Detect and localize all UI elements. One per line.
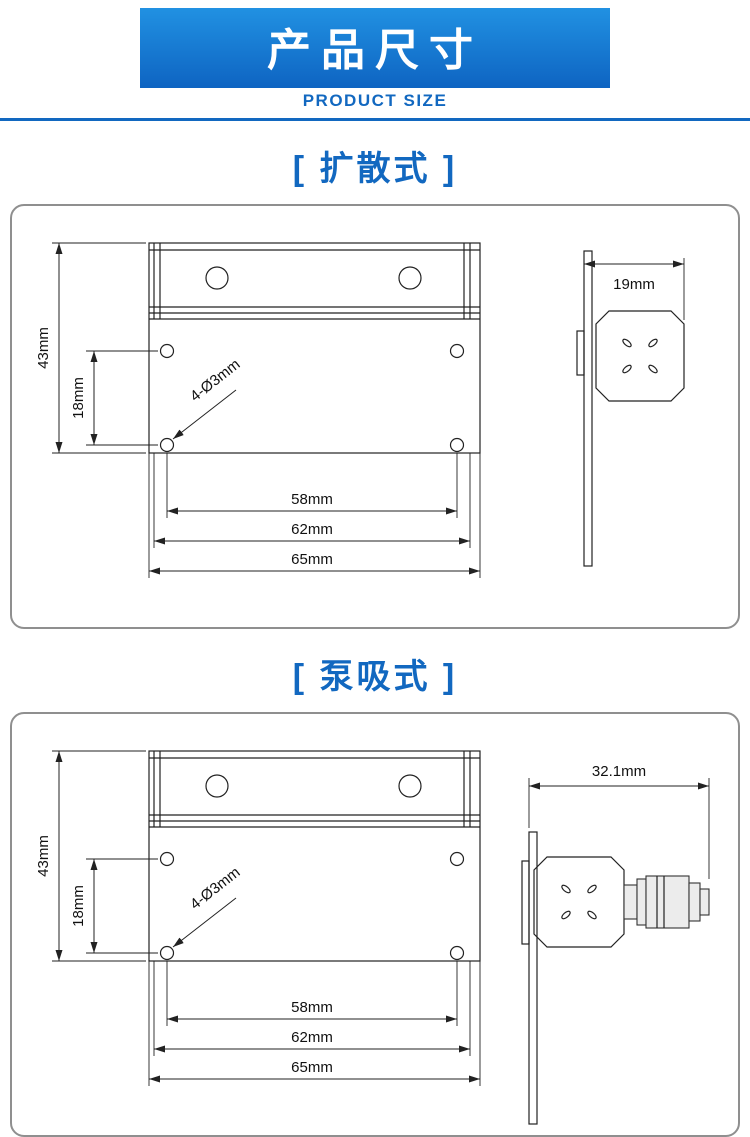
mount-hole: [159, 851, 175, 867]
page-header: 产品尺寸 PRODUCT SIZE: [0, 8, 750, 121]
bracket-hole: [205, 774, 229, 798]
bracket-lines: [149, 243, 480, 320]
dim-hole-col-spacing: 58mm: [166, 961, 458, 1026]
dim-label-mount-holes: 4-Ø3mm: [187, 356, 243, 405]
dim-overall-height: 43mm: [35, 242, 146, 454]
mount-plate: [583, 250, 593, 567]
section-pump: [ 泵吸式 ]: [0, 649, 750, 1137]
dim-label-bracket-width: 62mm: [291, 1029, 333, 1046]
section-heading-pump: [ 泵吸式 ]: [292, 658, 458, 696]
dim-label-side-depth: 32.1mm: [592, 763, 646, 780]
dim-label-bracket-width: 62mm: [291, 521, 333, 538]
page-title: 产品尺寸: [267, 26, 483, 75]
bracket-hole: [205, 266, 229, 290]
page-subtitle: PRODUCT SIZE: [302, 91, 448, 110]
dim-overall-width: 65mm: [148, 961, 481, 1086]
title-banner: 产品尺寸: [140, 8, 610, 88]
pneumatic-fitting: [623, 875, 710, 929]
mount-hole: [449, 945, 465, 961]
hole-callout: 4-Ø3mm: [172, 864, 243, 948]
dim-hole-row-spacing: 18mm: [70, 350, 158, 446]
dim-label-mount-holes: 4-Ø3mm: [187, 864, 243, 913]
plate-flange: [521, 860, 530, 945]
pump-drawing: 43mm 18mm 4-Ø3mm 58mm: [35, 750, 710, 1125]
section-diffusion: [ 扩散式 ]: [0, 141, 750, 629]
panel-diffusion: 43mm 18mm 4-Ø3mm 58mm: [10, 204, 740, 629]
mount-hole: [159, 343, 175, 359]
header-divider: [0, 118, 750, 121]
sensor-vent-holes: [561, 884, 597, 920]
dim-bracket-width: 62mm: [153, 453, 471, 548]
panel-pump: 43mm 18mm 4-Ø3mm 58mm: [10, 712, 740, 1137]
mount-hole: [449, 851, 465, 867]
dim-label-overall-height: 43mm: [35, 835, 52, 877]
plate-flange: [576, 330, 585, 376]
bracket-hole: [398, 774, 422, 798]
dim-label-hole-col-spacing: 58mm: [291, 999, 333, 1016]
mount-hole: [159, 945, 175, 961]
bracket-hole: [398, 266, 422, 290]
dim-side-depth: 19mm: [584, 258, 685, 320]
dim-bracket-width: 62mm: [153, 961, 471, 1056]
sensor-body-outline: [533, 856, 625, 948]
mount-plate: [528, 831, 538, 1125]
hole-callout: 4-Ø3mm: [172, 356, 243, 440]
front-view: 43mm 18mm 4-Ø3mm 58mm: [35, 750, 481, 1086]
dim-label-hole-col-spacing: 58mm: [291, 491, 333, 508]
bracket-lines: [149, 751, 480, 828]
dim-hole-row-spacing: 18mm: [70, 858, 158, 954]
dim-overall-height: 43mm: [35, 750, 146, 962]
mount-hole: [159, 437, 175, 453]
sensor-body-outline: [595, 310, 685, 402]
dim-side-depth: 32.1mm: [528, 763, 710, 879]
side-view: 19mm: [576, 250, 685, 567]
mount-hole: [449, 343, 465, 359]
dim-label-overall-width: 65mm: [291, 551, 333, 568]
section-heading-diffusion: [ 扩散式 ]: [292, 150, 458, 188]
body-outline: [148, 242, 481, 454]
dim-label-overall-width: 65mm: [291, 1059, 333, 1076]
diffusion-drawing: 43mm 18mm 4-Ø3mm 58mm: [35, 242, 685, 578]
dim-overall-width: 65mm: [148, 453, 481, 578]
dim-label-side-depth: 19mm: [613, 276, 655, 293]
dim-label-hole-row-spacing: 18mm: [70, 377, 87, 419]
dim-label-hole-row-spacing: 18mm: [70, 885, 87, 927]
side-view: 32.1mm: [521, 763, 710, 1125]
dim-label-overall-height: 43mm: [35, 327, 52, 369]
dim-hole-col-spacing: 58mm: [166, 453, 458, 518]
sensor-vent-holes: [622, 338, 658, 374]
front-view: 43mm 18mm 4-Ø3mm 58mm: [35, 242, 481, 578]
body-outline: [148, 750, 481, 962]
mount-hole: [449, 437, 465, 453]
